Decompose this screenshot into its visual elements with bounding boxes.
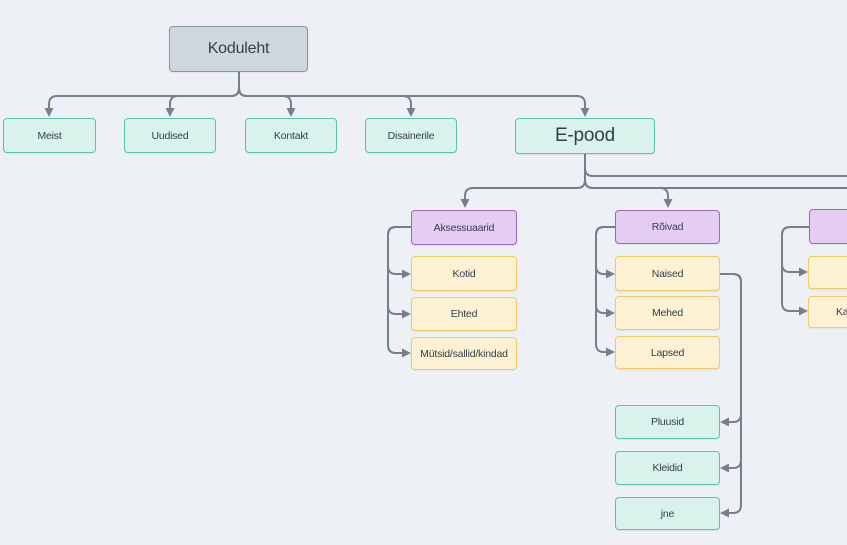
node-aksessuaarid[interactable]: Aksessuaarid [411,210,517,245]
node-category3[interactable] [809,209,847,244]
connector-naised-jne [719,273,742,518]
node-label: Meist [37,129,62,142]
node-kontakt[interactable]: Kontakt [245,118,337,153]
connector-roivad-naised [595,226,616,279]
connector-aksessuaarid-ehted [387,226,412,319]
connector-epood-rail-1 [584,153,847,177]
node-label: Pluusid [650,416,685,428]
node-mehed[interactable]: Mehed [615,296,720,330]
node-label: Kleidid [652,462,683,474]
node-epood[interactable]: E-pood [515,118,655,154]
node-disainerile[interactable]: Disainerile [365,118,457,153]
node-label: jne [660,507,675,520]
connector-aksessuaarid-mutsid [387,226,412,358]
node-label: Koduleht [207,40,270,57]
node-meist[interactable]: Meist [3,118,96,153]
connector-koduleht-disainerile [238,71,416,117]
node-label: Mehed [651,307,684,319]
connector-aksessuaarid-kotid [387,226,412,279]
connector-category3-child1 [781,226,810,277]
node-roivad[interactable]: Rõivad [615,210,720,244]
connector-koduleht-epood [238,71,590,117]
connector-naised-pluusid [719,273,742,427]
connector-roivad-lapsed [595,226,616,357]
node-ehted[interactable]: Ehted [411,297,517,331]
node-uudised[interactable]: Uudised [124,118,216,153]
node-koduleht[interactable]: Koduleht [169,26,308,72]
node-label: Uudised [151,129,189,142]
node-label: Ehted [450,308,478,320]
connector-koduleht-kontakt [238,71,296,117]
node-lapsed[interactable]: Lapsed [615,336,720,369]
node-label: Disainerile [387,129,435,142]
connector-epood-aksessuaarid [460,153,586,208]
node-naised[interactable]: Naised [615,256,720,291]
node-jne[interactable]: jne [615,497,720,530]
node-label: Aksessuaarid [433,221,495,234]
node-kotid[interactable]: Kotid [411,256,517,291]
node-label: Kotid [452,267,476,280]
connector-naised-kleidid [719,273,742,473]
connector-category3-child2 [781,226,810,316]
node-label: Lapsed [650,346,685,359]
node-label: Kontakt [273,129,309,142]
node-label: Rõivad [651,221,684,233]
connector-koduleht-meist [44,71,240,117]
node-pluusid[interactable]: Pluusid [615,405,720,439]
node-label: Naised [651,267,684,280]
connector-epood-rail-2 [584,153,847,189]
node-label: Mütsid/sallid/kindad [420,347,508,360]
connector-roivad-mehed [595,226,616,318]
node-category3-child2[interactable]: Ka [808,296,847,328]
connector-koduleht-uudised [165,71,240,117]
node-mutsid-sallid-kindad[interactable]: Mütsid/sallid/kindad [411,337,517,370]
connector-epood-roivad [584,153,673,208]
node-kleidid[interactable]: Kleidid [615,451,720,485]
node-label: E-pood [554,125,616,146]
node-category3-child1[interactable] [808,256,847,289]
node-label: Ka [836,306,847,318]
